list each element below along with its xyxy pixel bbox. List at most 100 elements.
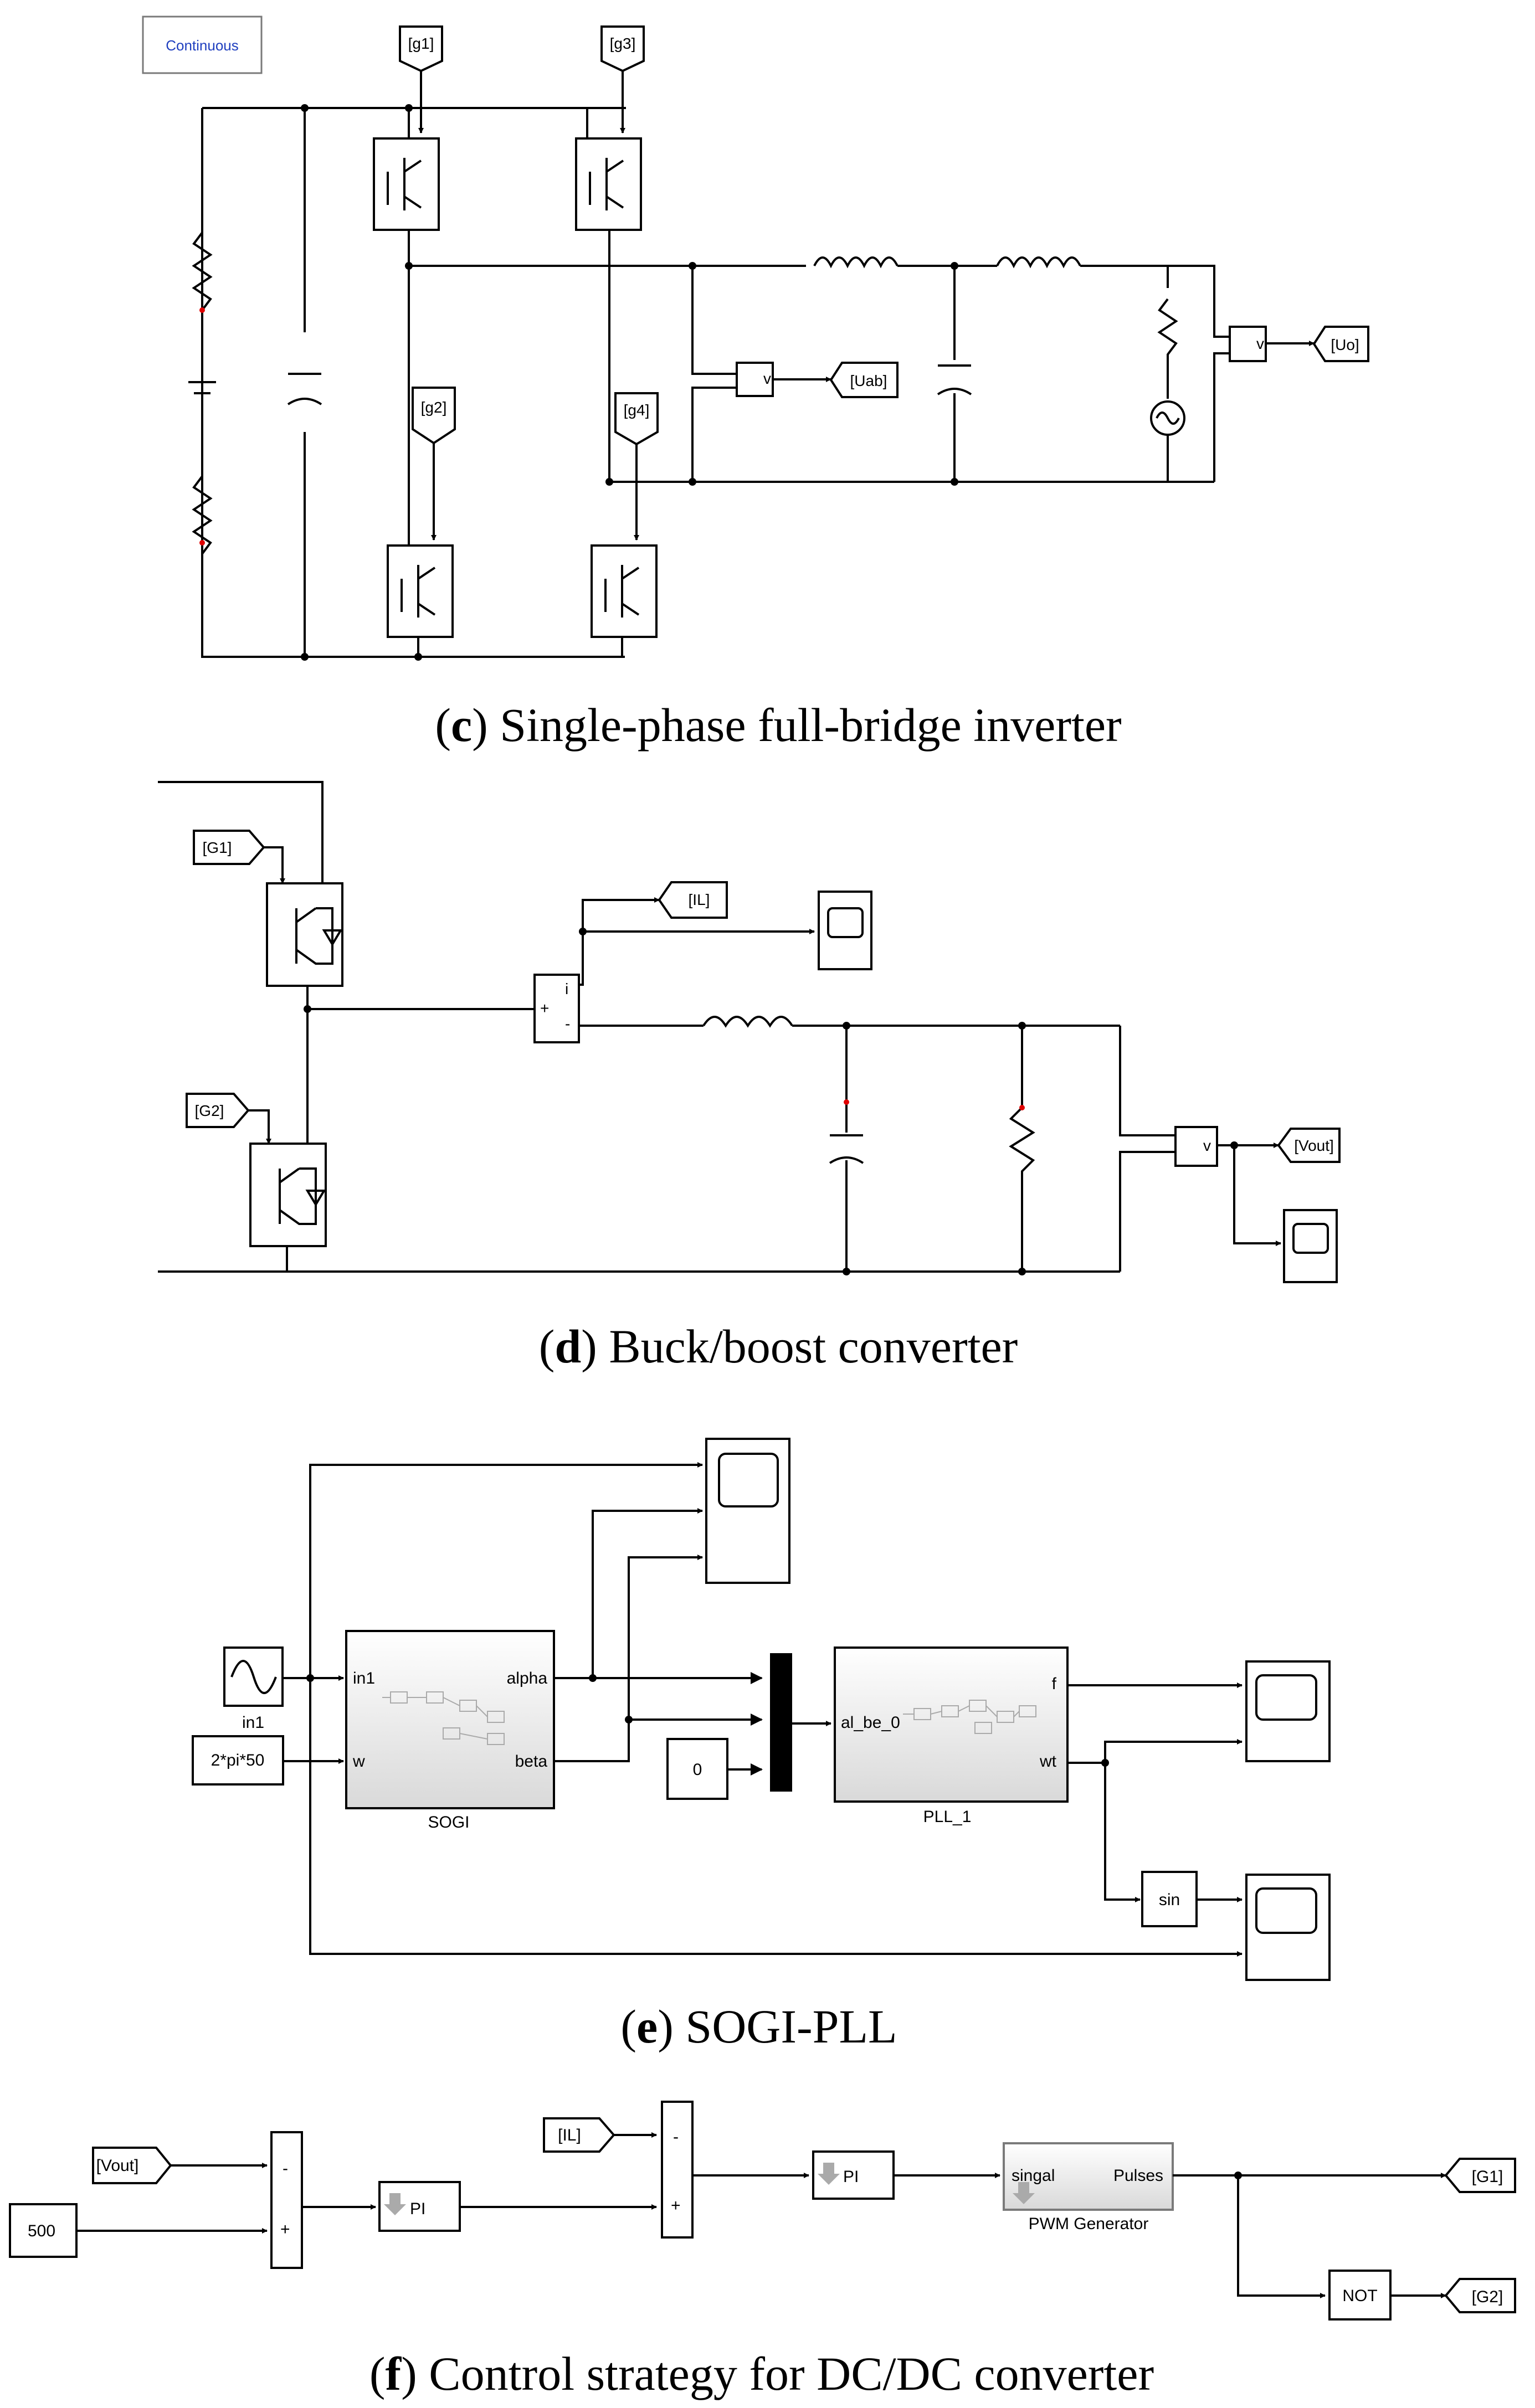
svg-text:v: v xyxy=(1256,335,1264,352)
grid-ac-source xyxy=(1150,400,1185,482)
goto-tag-G2[interactable]: [G2] xyxy=(1444,2278,1516,2313)
goto-tag-uab[interactable]: [Uab] xyxy=(829,362,899,398)
sum-current-error[interactable]: - + xyxy=(661,2101,694,2239)
caption-e: (e) SOGI-PLL xyxy=(620,2000,897,2053)
svg-text:0: 0 xyxy=(693,1761,702,1779)
pll-label: PLL_1 xyxy=(923,1808,972,1826)
mux-block[interactable] xyxy=(770,1653,792,1792)
igbt-s3[interactable] xyxy=(575,137,642,231)
constant-500[interactable]: 500 xyxy=(9,2203,78,2258)
caption-d: (d) Buck/boost converter xyxy=(539,1320,1018,1373)
constant-omega[interactable]: 2*pi*50 xyxy=(192,1735,284,1786)
caption-f: (f) Control strategy for DC/DC converter xyxy=(369,2347,1154,2400)
goto-tag-g3[interactable]: [g3] xyxy=(600,25,645,73)
svg-text:+: + xyxy=(280,2220,290,2239)
panel-c-inverter: Continuous xyxy=(142,16,1369,752)
scope-vout[interactable] xyxy=(1283,1209,1338,1283)
scope-pll[interactable] xyxy=(1245,1660,1331,1762)
sine-source-label: in1 xyxy=(242,1714,264,1732)
sogi-label: SOGI xyxy=(428,1813,469,1831)
svg-text:wt: wt xyxy=(1039,1752,1057,1771)
pi-current[interactable]: PI xyxy=(812,2150,895,2200)
igbt-s4[interactable] xyxy=(591,544,658,638)
goto-tag-uo[interactable]: [Uo] xyxy=(1312,326,1369,362)
current-meter[interactable]: i + - xyxy=(533,974,580,1043)
svg-text:al_be_0: al_be_0 xyxy=(841,1714,900,1732)
svg-text:[Vout]: [Vout] xyxy=(96,2157,139,2175)
svg-text:[G1]: [G1] xyxy=(203,839,232,856)
pi-voltage[interactable]: PI xyxy=(378,2181,461,2232)
svg-text:v: v xyxy=(763,370,771,387)
dc-link-capacitor xyxy=(287,373,322,405)
svg-text:singal: singal xyxy=(1012,2167,1055,2185)
svg-text:[g1]: [g1] xyxy=(408,35,434,52)
igbt-s2[interactable] xyxy=(387,544,454,638)
panel-e-sogi-pll: in1 2*pi*50 in1 w alpha beta SOGI xyxy=(192,1438,1331,2053)
scope-sin[interactable] xyxy=(1245,1874,1331,1981)
not-gate[interactable]: NOT xyxy=(1328,2270,1392,2320)
svg-text:+: + xyxy=(671,2196,681,2215)
powergui-label: Continuous xyxy=(166,37,239,54)
dc-inductor xyxy=(702,1016,793,1028)
goto-tag-g4[interactable]: [g4] xyxy=(614,392,659,446)
svg-text:alpha: alpha xyxy=(507,1669,548,1687)
pll-subsystem[interactable]: al_be_0 f wt xyxy=(834,1647,1069,1803)
igbt-upper[interactable] xyxy=(266,882,343,987)
igbt-lower[interactable] xyxy=(249,1143,327,1247)
goto-tag-G1[interactable]: [G1] xyxy=(1444,2158,1516,2193)
svg-text:f: f xyxy=(1052,1675,1057,1693)
goto-tag-IL[interactable]: [IL] xyxy=(658,881,728,919)
uab-voltmeter[interactable]: v xyxy=(736,362,774,397)
from-tag-il[interactable]: [IL] xyxy=(543,2117,615,2153)
sogi-subsystem[interactable]: in1 w alpha beta xyxy=(345,1630,555,1809)
sum-voltage-error[interactable]: - + xyxy=(270,2131,303,2269)
uo-voltmeter[interactable]: v xyxy=(1229,326,1267,362)
load-resistor xyxy=(1009,1026,1035,1272)
svg-text:in1: in1 xyxy=(353,1669,375,1687)
svg-text:2*pi*50: 2*pi*50 xyxy=(211,1751,265,1769)
scope-signals[interactable] xyxy=(705,1438,790,1584)
goto-tag-G2-input[interactable]: [G2] xyxy=(186,1093,250,1128)
svg-text:-: - xyxy=(283,2159,288,2178)
svg-text:w: w xyxy=(352,1752,365,1771)
pwm-label: PWM Generator xyxy=(1029,2215,1149,2233)
svg-text:Pulses: Pulses xyxy=(1113,2167,1163,2185)
svg-text:+: + xyxy=(540,1000,549,1017)
svg-text:sin: sin xyxy=(1159,1891,1180,1909)
caption-c: (c) Single-phase full-bridge inverter xyxy=(435,698,1121,752)
filter-inductor-2 xyxy=(996,256,1081,269)
sin-block[interactable]: sin xyxy=(1141,1871,1198,1927)
goto-tag-Vout[interactable]: [Vout] xyxy=(1277,1128,1341,1163)
svg-text:[g4]: [g4] xyxy=(624,402,650,419)
svg-text:PI: PI xyxy=(843,2168,859,2186)
svg-text:[Uo]: [Uo] xyxy=(1331,336,1359,353)
svg-text:v: v xyxy=(1203,1137,1211,1154)
igbt-s1[interactable] xyxy=(373,137,440,231)
svg-text:[Vout]: [Vout] xyxy=(1294,1137,1334,1154)
svg-text:[G2]: [G2] xyxy=(1472,2288,1503,2306)
svg-text:[Uab]: [Uab] xyxy=(850,372,887,389)
pwm-generator[interactable]: singal Pulses xyxy=(1003,2142,1174,2211)
goto-tag-g2[interactable]: [g2] xyxy=(412,387,456,445)
svg-text:[IL]: [IL] xyxy=(558,2126,581,2144)
svg-text:[G2]: [G2] xyxy=(195,1102,224,1119)
dc-source xyxy=(188,381,216,394)
from-tag-vout[interactable]: [Vout] xyxy=(92,2147,172,2184)
svg-text:-: - xyxy=(673,2128,679,2146)
svg-text:i: i xyxy=(565,980,568,997)
source-resistor-bottom xyxy=(192,475,213,555)
svg-text:[G1]: [G1] xyxy=(1472,2168,1503,2186)
svg-text:-: - xyxy=(565,1015,570,1032)
goto-tag-G1-input[interactable]: [G1] xyxy=(193,830,265,865)
scope-il[interactable] xyxy=(818,891,872,970)
sine-source[interactable] xyxy=(223,1647,284,1707)
vout-voltmeter[interactable]: v xyxy=(1174,1126,1218,1167)
constant-zero[interactable]: 0 xyxy=(666,1738,728,1800)
svg-text:PI: PI xyxy=(410,2200,425,2218)
powergui-block[interactable]: Continuous xyxy=(142,16,263,74)
filter-inductor-1 xyxy=(813,256,899,269)
output-capacitor xyxy=(829,1026,864,1272)
goto-tag-g1[interactable]: [g1] xyxy=(399,25,443,73)
panel-f-control: [Vout] 500 - + PI [IL] - + xyxy=(9,2101,1516,2400)
